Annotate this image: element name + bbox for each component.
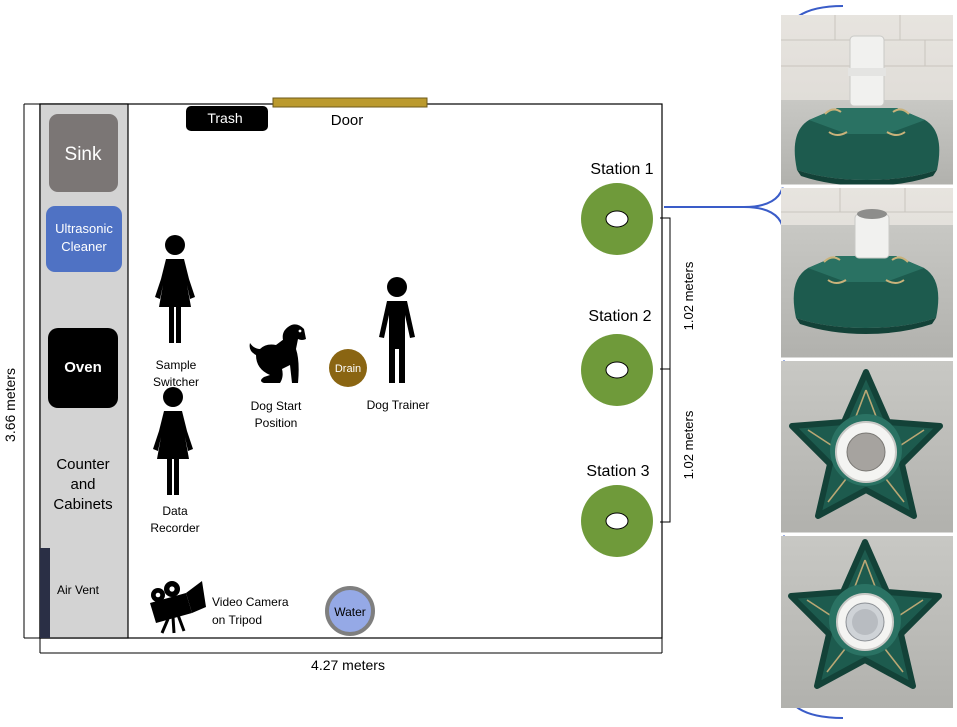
station3-hole (605, 512, 629, 530)
oven-label: Oven (64, 359, 102, 376)
dog-start-label-2: Position (255, 416, 298, 430)
counter-label-3: Cabinets (53, 496, 112, 513)
photo-side-closed (781, 15, 953, 187)
drain (329, 349, 367, 387)
ultrasonic-label-2: Cleaner (61, 239, 107, 254)
oven (48, 328, 118, 408)
sink-label: Sink (65, 144, 102, 165)
water (325, 586, 375, 636)
counter-label-2: and (70, 476, 95, 493)
sample-switcher-label-1: Sample (156, 358, 197, 372)
door-label: Door (331, 112, 364, 129)
sink (49, 114, 118, 192)
sample-switcher-label-2: Switcher (153, 375, 199, 389)
data-recorder-label-1: Data (162, 504, 188, 518)
spacing-bracket-2-3 (660, 368, 671, 523)
dog-start-label-1: Dog Start (251, 399, 302, 413)
station2-hole (605, 361, 629, 379)
drain-label: Drain (335, 363, 361, 375)
station3-label: Station 3 (586, 463, 649, 480)
spacing-label-2-3: 1.02 meters (681, 410, 696, 479)
ultrasonic-label-1: Ultrasonic (55, 221, 113, 236)
video-camera-icon (150, 581, 206, 634)
counter-label-1: Counter (56, 456, 109, 473)
dog-icon (249, 324, 306, 383)
height-dimension-label: 3.66 meters (2, 368, 18, 442)
station1-hole (605, 210, 629, 228)
trash (186, 106, 268, 131)
water-label: Water (334, 605, 366, 619)
ultrasonic-cleaner (46, 206, 122, 272)
photo-top-closed (781, 361, 953, 533)
video-camera-label-1: Video Camera (212, 595, 289, 609)
door (272, 97, 428, 108)
station1-label: Station 1 (590, 161, 653, 178)
spacing-label-1-2: 1.02 meters (681, 261, 696, 330)
video-camera-label-2: on Tripod (212, 613, 262, 627)
air-vent (40, 548, 50, 638)
photo-top-open (781, 536, 953, 708)
dog-trainer-label: Dog Trainer (367, 398, 430, 412)
width-dimension-label: 4.27 meters (311, 657, 385, 673)
trash-label: Trash (207, 110, 242, 126)
photo-side-open (781, 188, 953, 358)
data-recorder-label-2: Recorder (150, 521, 199, 535)
station2-label: Station 2 (588, 308, 651, 325)
air-vent-label: Air Vent (57, 583, 100, 597)
